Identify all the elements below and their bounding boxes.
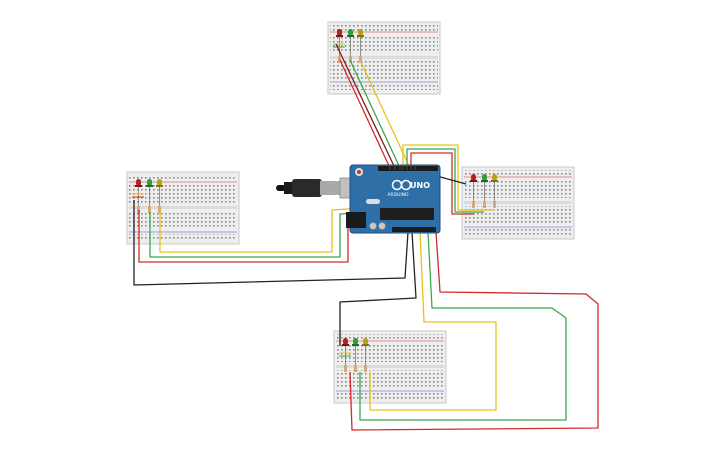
resistor[interactable]	[137, 206, 140, 213]
led-yellow[interactable]	[156, 179, 163, 187]
wire-dark-red[interactable]	[335, 43, 396, 169]
breadboard-top[interactable]	[327, 21, 441, 95]
wire-green[interactable]	[359, 231, 567, 421]
led-red[interactable]	[336, 29, 343, 37]
led-red[interactable]	[342, 338, 349, 346]
arduino-uno-board[interactable]: ARDUINO UNO	[346, 164, 441, 234]
arduino-infinity-logo	[391, 179, 412, 191]
led-green[interactable]	[347, 29, 354, 37]
breadboard-left[interactable]	[126, 171, 240, 245]
wire-green[interactable]	[406, 148, 484, 213]
wire-yellow[interactable]	[369, 231, 497, 411]
resistor[interactable]	[158, 206, 161, 213]
arduino-brand-label: ARDUINO	[387, 192, 409, 198]
resistor[interactable]	[354, 365, 357, 372]
led-group-left[interactable]	[132, 179, 163, 213]
wire-red[interactable]	[410, 152, 474, 215]
resistor[interactable]	[472, 201, 475, 208]
resistor[interactable]	[483, 201, 486, 208]
resistor[interactable]	[344, 365, 347, 372]
led-green[interactable]	[481, 174, 488, 182]
wire-black[interactable]	[339, 231, 417, 346]
breadboard-bottom[interactable]	[333, 330, 447, 404]
led-yellow[interactable]	[357, 29, 364, 37]
led-red[interactable]	[470, 174, 477, 182]
led-yellow[interactable]	[491, 174, 498, 182]
wire-red[interactable]	[339, 59, 391, 169]
led-yellow[interactable]	[362, 338, 369, 346]
breadboard-right[interactable]	[461, 166, 575, 240]
led-red[interactable]	[135, 179, 142, 187]
resistor[interactable]	[493, 201, 496, 208]
led-green[interactable]	[352, 338, 359, 346]
resistor[interactable]	[349, 56, 352, 63]
arduino-model-label: UNO	[410, 181, 430, 190]
resistor[interactable]	[359, 56, 362, 63]
wire-red[interactable]	[349, 231, 599, 431]
wire-green[interactable]	[349, 59, 401, 169]
analog-header[interactable]	[392, 227, 436, 232]
microcontroller-chip	[380, 208, 434, 220]
power-jack[interactable]	[346, 212, 366, 228]
resistor[interactable]	[364, 365, 367, 372]
resistor[interactable]	[338, 56, 341, 63]
wire-yellow[interactable]	[402, 144, 494, 211]
led-group-right[interactable]	[470, 174, 498, 208]
wire-yellow[interactable]	[359, 59, 411, 169]
led-green[interactable]	[146, 179, 153, 187]
led-group-top[interactable]	[333, 29, 364, 63]
resistor[interactable]	[148, 206, 151, 213]
header-pins	[389, 166, 416, 170]
led-group-bottom[interactable]	[339, 338, 369, 372]
wire-black[interactable]	[133, 200, 409, 286]
